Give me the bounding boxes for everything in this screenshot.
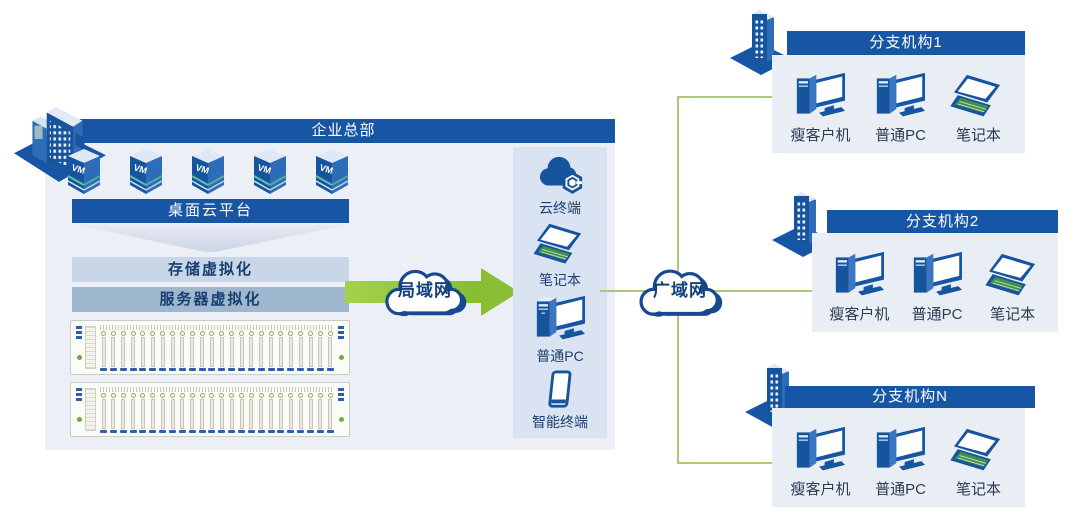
rack-left-indicators bbox=[74, 324, 84, 371]
desktop-pc-icon bbox=[877, 426, 926, 471]
device-label: 瘦客户机 bbox=[790, 127, 851, 144]
device-thin-client: 瘦客户机 bbox=[790, 425, 851, 499]
rack-vent bbox=[100, 387, 334, 392]
terminal-panel: 云终端 笔记本 bbox=[513, 147, 607, 438]
device-laptop: 笔记本 bbox=[984, 252, 1041, 324]
hq-building-icon bbox=[14, 107, 106, 182]
terminal-label: 笔记本 bbox=[539, 272, 581, 288]
wan-cloud: 广域网 bbox=[632, 257, 728, 325]
svg-text:VM: VM bbox=[256, 162, 272, 176]
laptop-icon bbox=[950, 74, 1001, 117]
terminal-label: 普通PC bbox=[536, 348, 584, 364]
device-label: 笔记本 bbox=[955, 481, 1001, 498]
device-label: 笔记本 bbox=[955, 127, 1001, 144]
branchN-title: 分支机构N bbox=[872, 388, 948, 405]
device-thin-client: 瘦客户机 bbox=[790, 71, 851, 145]
cloud-terminal-icon bbox=[539, 156, 583, 194]
device-pc: 普通PC bbox=[871, 425, 929, 499]
device-label: 瘦客户机 bbox=[829, 306, 890, 323]
smartphone-icon bbox=[548, 370, 572, 408]
branch1-header-bar: 分支机构1 bbox=[787, 31, 1025, 55]
terminal-label: 智能终端 bbox=[532, 414, 588, 430]
hq-header-bar: 企业总部 bbox=[72, 119, 615, 143]
rack-blades bbox=[98, 331, 336, 371]
lan-cloud: 局域网 bbox=[378, 258, 472, 324]
desktop-pc-icon bbox=[536, 295, 585, 340]
lan-cloud-label: 局域网 bbox=[398, 280, 452, 300]
rack-management-module bbox=[85, 326, 96, 369]
branchN-panel: 瘦客户机 普通PC bbox=[772, 408, 1025, 507]
storage-bar-label: 存储虚拟化 bbox=[167, 261, 253, 278]
svg-text:VM: VM bbox=[70, 162, 86, 176]
svg-text:VM: VM bbox=[194, 162, 210, 176]
server-rack bbox=[70, 382, 350, 437]
thin-client-icon bbox=[797, 72, 846, 117]
branch2-panel: 瘦客户机 普通PC bbox=[812, 233, 1058, 332]
branch2-title: 分支机构2 bbox=[905, 213, 980, 230]
vm-server-icon: VM bbox=[129, 149, 163, 194]
device-label: 瘦客户机 bbox=[790, 481, 851, 498]
thin-client-icon bbox=[797, 426, 846, 471]
server-bar-label: 服务器虚拟化 bbox=[159, 291, 262, 308]
vm-server-icon: VM bbox=[315, 149, 349, 194]
vm-server-row: VM VM VM bbox=[66, 147, 350, 197]
storage-virtualization-bar: 存储虚拟化 bbox=[72, 257, 349, 282]
branch1-title: 分支机构1 bbox=[869, 34, 943, 51]
branch2-header-bar: 分支机构2 bbox=[827, 210, 1058, 233]
terminal-label: 云终端 bbox=[539, 200, 581, 216]
vm-server-icon: VM bbox=[191, 149, 225, 194]
terminal-item-laptop: 笔记本 bbox=[513, 222, 607, 290]
vm-server-icon: VM bbox=[253, 149, 287, 194]
vm-server-icon: VM bbox=[67, 149, 101, 194]
rack-vent bbox=[100, 325, 334, 330]
platform-bar-label: 桌面云平台 bbox=[167, 202, 253, 219]
wan-line-top bbox=[677, 96, 775, 98]
laptop-icon bbox=[984, 253, 1035, 296]
laptop-icon bbox=[950, 428, 1001, 471]
device-label: 普通PC bbox=[875, 127, 926, 144]
terminal-item-smartphone: 智能终端 bbox=[513, 370, 607, 432]
desktop-cloud-platform-bar: 桌面云平台 bbox=[72, 199, 349, 223]
wan-line-bottom bbox=[677, 462, 775, 464]
terminal-item-pc: 普通PC bbox=[513, 294, 607, 366]
laptop-icon bbox=[533, 223, 582, 264]
device-laptop: 笔记本 bbox=[950, 427, 1006, 499]
svg-text:VM: VM bbox=[318, 162, 334, 176]
branchN-header-bar: 分支机构N bbox=[785, 386, 1035, 408]
branch1-panel: 瘦客户机 普通PC bbox=[772, 55, 1025, 153]
device-label: 笔记本 bbox=[990, 306, 1036, 323]
device-pc: 普通PC bbox=[871, 71, 929, 145]
device-pc: 普通PC bbox=[908, 250, 966, 324]
device-thin-client: 瘦客户机 bbox=[829, 250, 889, 324]
desktop-pc-icon bbox=[877, 72, 926, 117]
rack-left-indicators bbox=[74, 386, 84, 433]
rack-right-indicators bbox=[336, 324, 346, 371]
wan-cloud-label: 广域网 bbox=[653, 280, 707, 300]
hq-title: 企业总部 bbox=[311, 122, 376, 139]
rack-management-module bbox=[85, 388, 96, 431]
rack-right-indicators bbox=[336, 386, 346, 433]
desktop-pc-icon bbox=[913, 251, 962, 296]
server-virtualization-bar: 服务器虚拟化 bbox=[72, 287, 349, 312]
svg-text:VM: VM bbox=[132, 162, 148, 176]
server-rack bbox=[70, 320, 350, 375]
rack-blades bbox=[98, 393, 336, 433]
device-label: 普通PC bbox=[875, 481, 926, 498]
thin-client-icon bbox=[836, 251, 885, 296]
device-laptop: 笔记本 bbox=[950, 73, 1006, 145]
terminal-item-cloud-terminal: 云终端 bbox=[513, 154, 607, 218]
device-label: 普通PC bbox=[911, 306, 963, 323]
